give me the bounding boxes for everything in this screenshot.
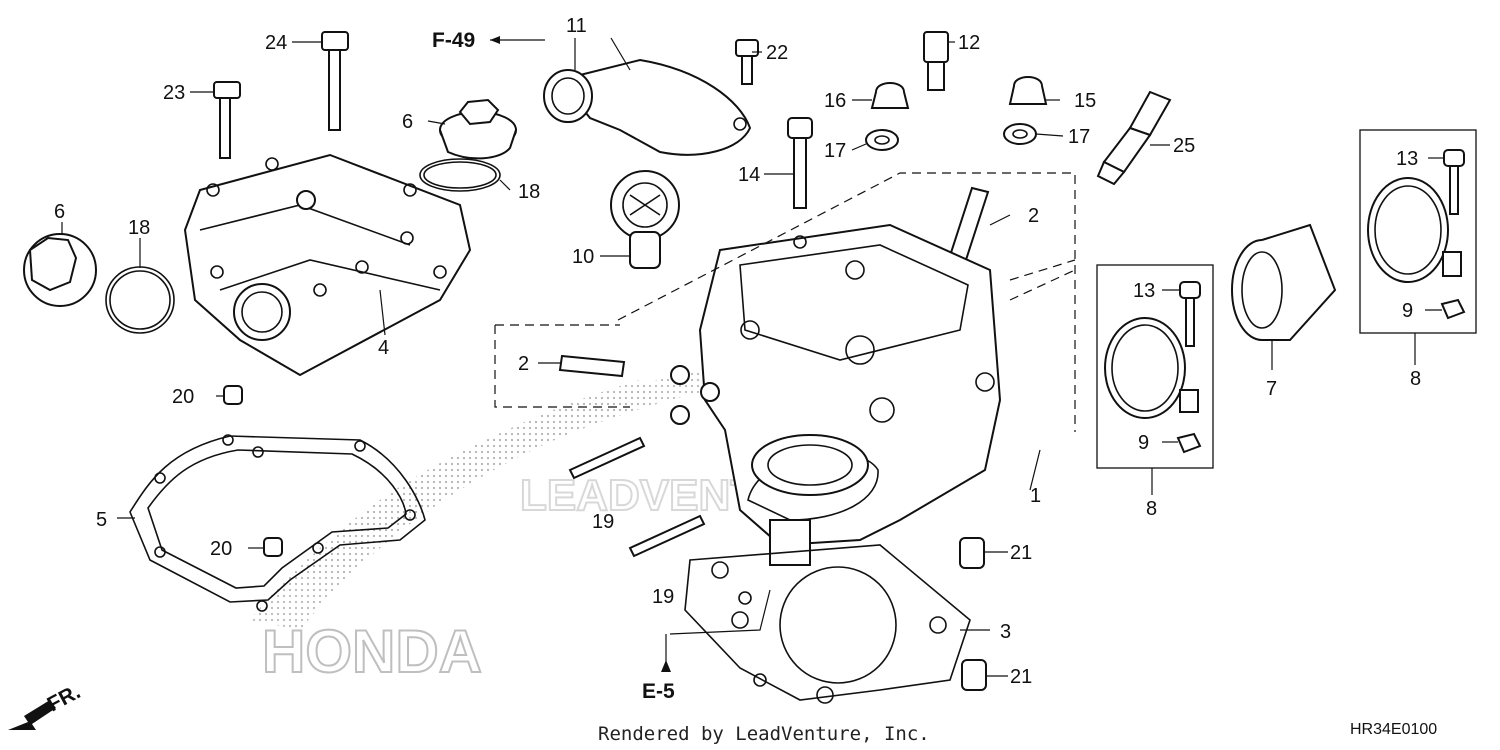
callout-19-lower: 19: [652, 586, 674, 608]
ref-f49: F-49: [432, 29, 475, 52]
dowel-pin-21-lower: [961, 659, 987, 691]
clamp-assembly-box-right: [1359, 129, 1477, 334]
callout-20-upper: 20: [172, 386, 194, 408]
cylinder-head: [670, 223, 1002, 566]
callout-1: 1: [1030, 485, 1041, 507]
bolt-14: [787, 117, 813, 209]
cap-nut-15: [1008, 76, 1048, 105]
carburetor-insulator: [1231, 223, 1337, 341]
front-arrow-icon: [8, 700, 56, 730]
nut-9-left: [1176, 432, 1202, 454]
band-clamp-right: [1367, 177, 1462, 283]
dowel-pin-20-upper: [223, 385, 243, 405]
head-cover-part: [183, 153, 472, 377]
callout-11: 11: [566, 15, 587, 37]
washer-17-right: [1003, 123, 1037, 145]
diagram-code: HR34E0100: [1350, 721, 1437, 738]
callout-5: 5: [96, 509, 107, 531]
callout-7: 7: [1266, 378, 1277, 400]
reference-labels: F-49 E-5: [432, 29, 675, 703]
bolt-23: [213, 81, 241, 159]
clamp-assembly-box-left: [1096, 264, 1214, 469]
callout-6-upper: 6: [402, 111, 413, 133]
thermostat: [610, 170, 680, 269]
callout-19-upper: 19: [592, 511, 614, 533]
callout-17-left: 17: [824, 140, 846, 162]
callout-12: 12: [958, 32, 980, 54]
guide-tube-2-lower: [558, 354, 626, 378]
callout-13-left: 13: [1133, 280, 1155, 302]
callout-8-left: 8: [1146, 498, 1157, 520]
bolt-22: [735, 39, 759, 85]
nut-9-right: [1440, 298, 1466, 320]
callout-23: 23: [163, 82, 185, 104]
dowel-pin-20-lower: [263, 537, 283, 557]
callout-13-right: 13: [1396, 148, 1418, 170]
callout-6-left: 6: [54, 201, 65, 223]
callout-24: 24: [265, 32, 287, 54]
callout-2-lower: 2: [518, 353, 529, 375]
assembly-dashed-lines: [494, 172, 1076, 432]
o-ring-left: [105, 266, 175, 334]
spark-plug: [1096, 90, 1172, 186]
callout-15: 15: [1074, 90, 1096, 112]
front-direction-indicator: FR.: [8, 680, 84, 730]
leader-lines: [61, 37, 1444, 677]
callout-18-left: 18: [128, 217, 150, 239]
band-clamp-left: [1104, 317, 1199, 419]
head-cover-gasket: [129, 434, 426, 612]
callout-25: 25: [1173, 135, 1195, 157]
callout-20-lower: 20: [210, 538, 232, 560]
stud-19-lower: [628, 514, 706, 558]
stud-19-upper: [568, 436, 646, 480]
bolt-24: [321, 31, 349, 131]
o-ring-upper: [419, 158, 501, 192]
cylinder-head-gasket: [684, 544, 971, 704]
thermostat-cover: [543, 58, 752, 156]
callout-10: 10: [572, 246, 594, 268]
ref-f49-arrowhead: [490, 36, 500, 44]
ref-e5: E-5: [642, 680, 675, 703]
oil-filler-cap-left: [23, 233, 97, 307]
temperature-sensor: [923, 31, 949, 91]
oil-filler-cap-upper: [439, 98, 517, 160]
dowel-pin-21-upper: [959, 537, 985, 569]
screw-13-right: [1443, 149, 1465, 215]
screw-13-left: [1179, 281, 1201, 347]
callout-21-lower: 21: [1010, 666, 1032, 688]
callout-21-upper: 21: [1010, 542, 1032, 564]
callout-3: 3: [1000, 621, 1011, 643]
callout-4: 4: [378, 337, 389, 359]
callout-17-right: 17: [1068, 126, 1090, 148]
honda-watermark-text: HONDA: [262, 618, 482, 685]
rendered-by-credit: Rendered by LeadVenture, Inc.: [598, 723, 930, 745]
callout-14: 14: [738, 164, 760, 186]
callout-labels: 1 2 2 3 4 5 6 6 7 8 8 9 9 10 11 12 13 13…: [54, 15, 1421, 688]
callout-9-right: 9: [1402, 300, 1413, 322]
callout-8-right: 8: [1410, 368, 1421, 390]
washer-17-left: [865, 129, 899, 151]
callout-16: 16: [824, 90, 846, 112]
cap-nut-16: [870, 82, 910, 109]
callout-2-upper: 2: [1028, 205, 1039, 227]
callout-9-left: 9: [1138, 432, 1149, 454]
callout-18-upper: 18: [518, 181, 540, 203]
callout-22: 22: [766, 42, 788, 64]
